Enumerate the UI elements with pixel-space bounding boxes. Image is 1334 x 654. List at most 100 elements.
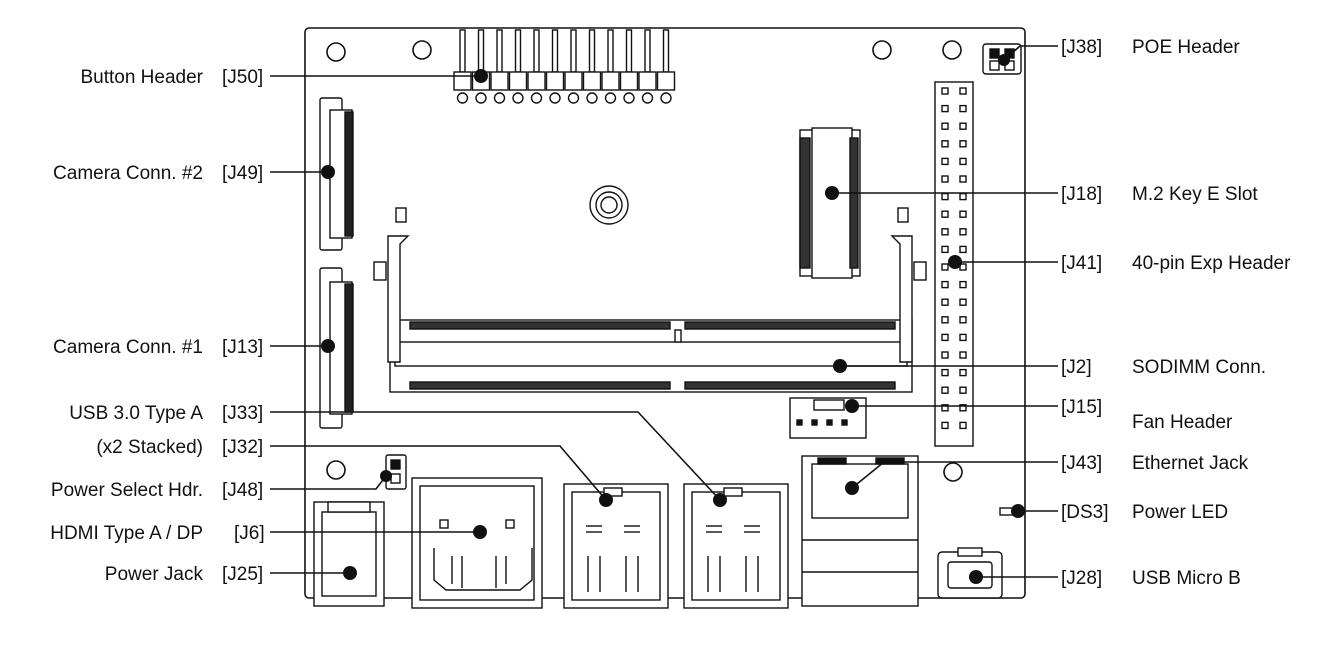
header-pin xyxy=(588,29,596,73)
expansion-pin xyxy=(941,333,949,342)
expansion-pin xyxy=(941,351,949,359)
leader-line-j38 xyxy=(1003,45,1058,61)
ethernet-jack-j43 xyxy=(801,455,919,607)
label-ref-j32: [J32] xyxy=(222,437,263,458)
label-name-j18: M.2 Key E Slot xyxy=(1132,184,1258,205)
usb-micro-b-j28 xyxy=(937,547,1003,599)
label-ref-j15: [J15] xyxy=(1061,397,1102,418)
expansion-pin xyxy=(941,368,949,377)
header-pin xyxy=(551,29,559,73)
label-ref-j28: [J28] xyxy=(1061,568,1102,589)
label-ref-j33: [J33] xyxy=(222,403,263,424)
expansion-pin xyxy=(941,157,949,166)
expansion-pin xyxy=(941,421,949,430)
header-pin-housing xyxy=(564,71,583,91)
label-name-j33: USB 3.0 Type A xyxy=(69,403,203,424)
header-pin-foot xyxy=(604,92,617,104)
header-pin-foot xyxy=(567,92,580,104)
power-jack-j25 xyxy=(313,501,385,607)
sodimm-connector-j2 xyxy=(373,207,927,393)
expansion-pin xyxy=(941,104,949,113)
header-pin-foot xyxy=(456,92,469,104)
label-ref-j18: [J18] xyxy=(1061,184,1102,205)
callout-dot-j28 xyxy=(969,570,983,584)
expansion-pin xyxy=(941,192,949,201)
leader-line-j33 xyxy=(270,411,721,501)
expansion-pin xyxy=(941,175,949,183)
expansion-pin xyxy=(959,228,967,236)
label-ref-ds3: [DS3] xyxy=(1061,502,1109,523)
label-name-j50: Button Header xyxy=(80,67,203,88)
label-name-j25: Power Jack xyxy=(105,564,204,585)
callout-dot-j15 xyxy=(845,399,859,413)
expansion-pin xyxy=(959,421,967,430)
expansion-pin xyxy=(941,228,949,236)
label-name-j2: SODIMM Conn. xyxy=(1132,357,1266,378)
header-pin-housing xyxy=(619,71,639,91)
expansion-pin xyxy=(959,87,967,95)
callout-dot-j38 xyxy=(998,54,1010,66)
m2-key-e-slot-j18 xyxy=(799,127,861,279)
expansion-pin xyxy=(959,140,967,148)
label-name-j32: (x2 Stacked) xyxy=(96,437,203,458)
header-pin-housing xyxy=(545,71,565,91)
callout-dots xyxy=(321,54,1025,584)
expansion-pin xyxy=(941,263,949,271)
callout-dot-j33 xyxy=(713,493,727,507)
expansion-pin xyxy=(959,210,967,218)
label-name-j15: Fan Header xyxy=(1132,412,1233,433)
header-pin-foot xyxy=(493,92,506,104)
expansion-pin xyxy=(941,122,949,130)
callout-dot-j48 xyxy=(380,470,392,482)
header-pin-housing xyxy=(527,71,546,91)
power-select-header-j48 xyxy=(385,454,407,490)
callout-dot-j50 xyxy=(474,69,488,83)
expansion-pin xyxy=(959,192,967,201)
label-name-j41: 40-pin Exp Header xyxy=(1132,253,1291,274)
header-pin-foot xyxy=(641,92,654,104)
callout-dot-j2 xyxy=(833,359,847,373)
label-ref-j38: [J38] xyxy=(1061,37,1102,58)
header-pin-housing xyxy=(582,71,602,91)
callout-dot-j13 xyxy=(321,339,335,353)
label-ref-j13: [J13] xyxy=(222,337,263,358)
header-pin-housing xyxy=(453,71,472,91)
expansion-pin xyxy=(941,210,949,218)
label-ref-j41: [J41] xyxy=(1061,253,1102,274)
expansion-pin xyxy=(959,104,967,113)
label-ref-j6: [J6] xyxy=(234,523,265,544)
expansion-pin xyxy=(941,298,949,306)
callout-dot-j49 xyxy=(321,165,335,179)
header-pin xyxy=(459,29,466,73)
expansion-pin xyxy=(959,404,967,412)
callout-dot-j18 xyxy=(825,186,839,200)
right-labels: [J38] POE Header [J18] M.2 Key E Slot [J… xyxy=(1061,37,1291,589)
expansion-pin xyxy=(941,245,949,254)
expansion-pin xyxy=(959,280,967,289)
label-ref-j2: [J2] xyxy=(1061,357,1092,378)
left-labels: Button Header [J50] Camera Conn. #2 [J49… xyxy=(50,67,264,585)
label-name-j43: Ethernet Jack xyxy=(1132,453,1249,474)
expansion-pin xyxy=(959,316,967,324)
header-pin xyxy=(607,29,614,73)
expansion-pin xyxy=(959,368,967,377)
header-pin-foot xyxy=(549,92,561,104)
label-ref-j49: [J49] xyxy=(222,163,263,184)
label-ref-j43: [J43] xyxy=(1061,453,1102,474)
label-name-j38: POE Header xyxy=(1132,37,1240,58)
callout-dot-j43 xyxy=(845,481,859,495)
module-standoff xyxy=(589,185,629,225)
header-pin-foot xyxy=(660,92,672,104)
label-name-j49: Camera Conn. #2 xyxy=(53,163,203,184)
header-pin-housing xyxy=(508,71,528,91)
expansion-pin xyxy=(959,386,967,394)
header-pin-housing xyxy=(656,71,676,91)
label-name-j13: Camera Conn. #1 xyxy=(53,337,203,358)
usb3-port-j33 xyxy=(683,483,789,609)
header-pin xyxy=(496,29,503,73)
callout-dot-j6 xyxy=(473,525,487,539)
label-ref-j50: [J50] xyxy=(222,67,263,88)
hdmi-port-j6 xyxy=(411,477,543,609)
label-name-j48: Power Select Hdr. xyxy=(51,480,203,501)
